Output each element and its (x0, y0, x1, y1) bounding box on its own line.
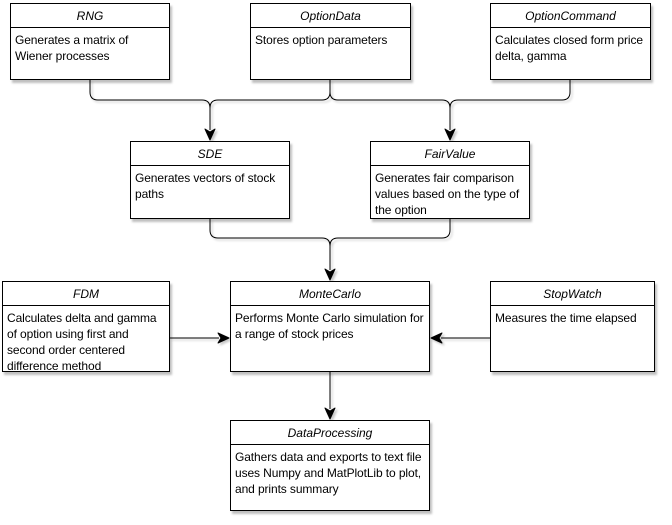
edge-sde-montecarlo (209, 219, 331, 270)
edge-fairvalue-arrowhead-icon (444, 128, 456, 141)
node-sde-title: SDE (131, 142, 289, 166)
node-data-processing: DataProcessing Gathers data and exports … (230, 420, 430, 511)
node-option-data-description: Stores option parameters (255, 33, 388, 47)
node-fair-value-description: Generates fair comparison values based o… (375, 171, 520, 217)
edge-sde-arrowhead-icon (204, 128, 216, 141)
node-fdm-description: Calculates delta and gamma of option usi… (7, 311, 157, 373)
node-option-command-title: OptionCommand (491, 4, 650, 28)
node-rng-title: RNG (11, 4, 169, 28)
node-monte-carlo: MonteCarlo Performs Monte Carlo simulati… (230, 281, 430, 372)
node-fair-value-title: FairValue (371, 142, 529, 166)
node-fdm: FDM Calculates delta and gamma of option… (2, 281, 170, 373)
node-data-processing-description: Gathers data and exports to text file us… (235, 450, 422, 496)
node-data-processing-title: DataProcessing (231, 421, 429, 445)
node-monte-carlo-title: MonteCarlo (231, 282, 429, 306)
node-option-command-description: Calculates closed form price delta, gamm… (495, 33, 643, 63)
node-option-command: OptionCommand Calculates closed form pri… (490, 3, 651, 80)
edge-montecarlo-left-arrowhead-icon (217, 332, 230, 344)
edge-optiondata-sde (209, 80, 331, 130)
node-option-data: OptionData Stores option parameters (250, 3, 411, 80)
node-fair-value: FairValue Generates fair comparison valu… (370, 141, 530, 219)
node-sde-description: Generates vectors of stock paths (135, 171, 276, 201)
edge-dataprocessing-arrowhead-icon (324, 407, 336, 420)
node-option-data-title: OptionData (251, 4, 410, 28)
node-stop-watch-description: Measures the time elapsed (495, 311, 637, 325)
node-stop-watch: StopWatch Measures the time elapsed (490, 281, 655, 372)
edge-montecarlo-top-arrowhead-icon (324, 268, 336, 281)
node-rng: RNG Generates a matrix of Wiener process… (10, 3, 170, 80)
node-rng-description: Generates a matrix of Wiener processes (15, 33, 129, 63)
node-sde: SDE Generates vectors of stock paths (130, 141, 290, 219)
edge-fairvalue-montecarlo (329, 219, 451, 270)
edge-rng-sde (89, 80, 211, 130)
node-fdm-title: FDM (3, 282, 169, 306)
node-stop-watch-title: StopWatch (491, 282, 654, 306)
edge-optioncommand-fairvalue (449, 80, 571, 130)
node-monte-carlo-description: Performs Monte Carlo simulation for a ra… (235, 311, 424, 341)
edge-montecarlo-right-arrowhead-icon (430, 332, 443, 344)
edge-optiondata-fairvalue (329, 80, 451, 130)
